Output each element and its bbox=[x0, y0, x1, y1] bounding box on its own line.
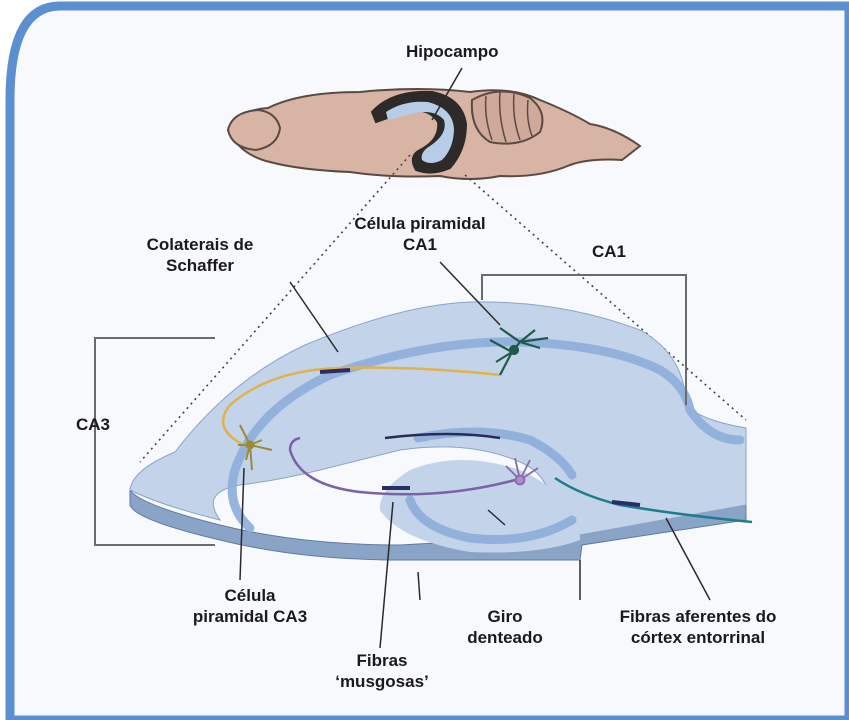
label-colaterais-schaffer: Colaterais de Schaffer bbox=[120, 234, 280, 276]
label-fibras-aferentes-line1: Fibras aferentes do bbox=[588, 606, 808, 627]
label-celula-ca1-line1: Célula piramidal bbox=[335, 213, 505, 234]
label-celula-piramidal-ca3: Célula piramidal CA3 bbox=[180, 585, 320, 627]
label-celula-piramidal-ca1: Célula piramidal CA1 bbox=[335, 213, 505, 255]
label-giro-line1: Giro bbox=[450, 606, 560, 627]
label-giro-denteado: Giro denteado bbox=[450, 606, 560, 648]
label-colaterais-line2: Schaffer bbox=[120, 255, 280, 276]
label-giro-line2: denteado bbox=[450, 627, 560, 648]
label-ca1: CA1 bbox=[592, 241, 626, 262]
label-colaterais-line1: Colaterais de bbox=[120, 234, 280, 255]
arrow-schaffer bbox=[320, 370, 350, 372]
olfactory-bulb bbox=[228, 110, 280, 150]
label-hipocampo: Hipocampo bbox=[406, 41, 499, 62]
label-fibras-aferentes-line2: córtex entorrinal bbox=[588, 627, 808, 648]
cerebellum bbox=[472, 91, 543, 143]
label-celula-ca3-line2: piramidal CA3 bbox=[180, 606, 320, 627]
label-fibras-musgosas-line2: ‘musgosas’ bbox=[322, 671, 442, 692]
label-fibras-musgosas-line1: Fibras bbox=[322, 650, 442, 671]
label-celula-ca1-line2: CA1 bbox=[335, 234, 505, 255]
label-fibras-aferentes: Fibras aferentes do córtex entorrinal bbox=[588, 606, 808, 648]
label-ca3: CA3 bbox=[76, 414, 110, 435]
label-celula-ca3-line1: Célula bbox=[180, 585, 320, 606]
label-fibras-musgosas: Fibras ‘musgosas’ bbox=[322, 650, 442, 692]
